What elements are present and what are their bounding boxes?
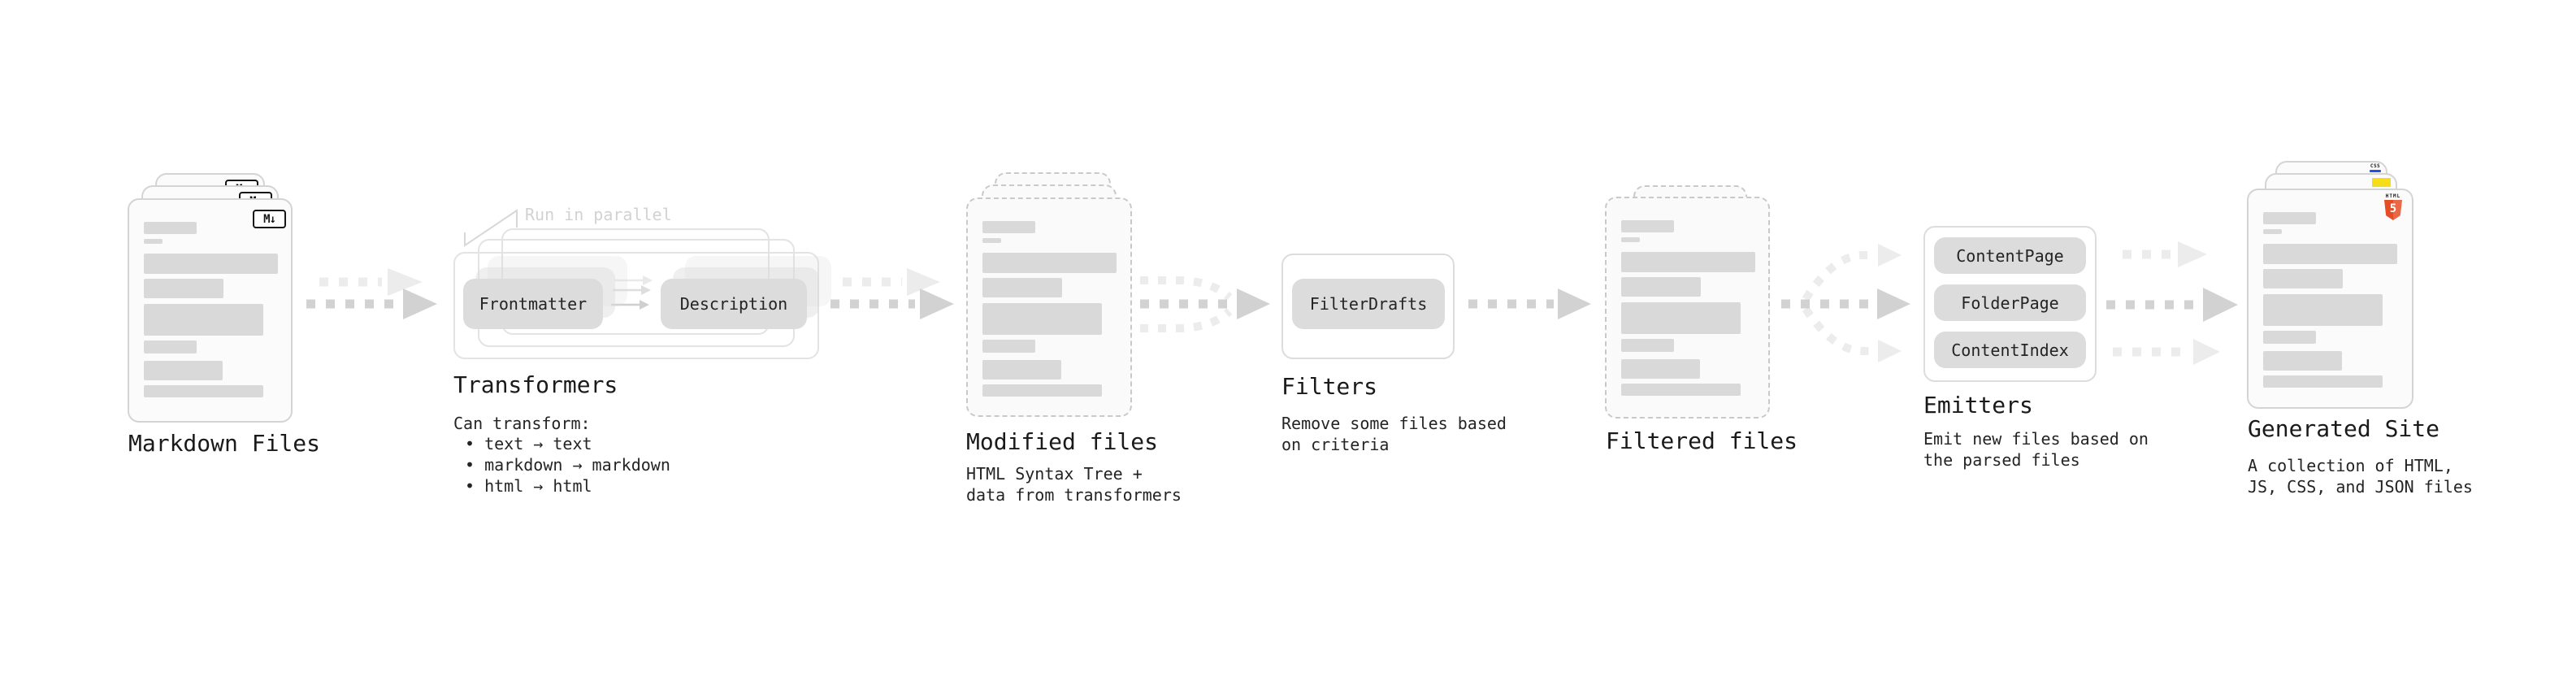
- caption-line: Remove some files based: [1281, 414, 1507, 433]
- markdown-file-card: M↓: [128, 198, 293, 423]
- arrow-emitters-to-generated: [2106, 241, 2238, 365]
- stage-label-generated-site: Generated Site: [2248, 415, 2440, 442]
- bullet-item: • text → text: [465, 434, 592, 453]
- html5-icon: HTML 5: [2384, 193, 2402, 220]
- folderpage-pill: FolderPage: [1934, 284, 2086, 321]
- run-in-parallel-annotation: Run in parallel: [525, 205, 672, 224]
- arrow-modified-to-filters: [1140, 276, 1270, 332]
- modified-files-caption: HTML Syntax Tree + data from transformer…: [966, 463, 1182, 505]
- contentindex-pill: ContentIndex: [1934, 332, 2086, 368]
- arrow-transformers-to-modified: [830, 268, 954, 319]
- html5-icon-title: HTML: [2385, 193, 2401, 199]
- frontmatter-pill: Frontmatter: [463, 279, 603, 329]
- caption-line: the parsed files: [1923, 450, 2080, 470]
- transformer-box: [453, 252, 819, 359]
- bullet-item: • html → html: [465, 476, 592, 496]
- stage-label-emitters: Emitters: [1923, 392, 2033, 419]
- caption-line: JS, CSS, and JSON files: [2248, 477, 2473, 497]
- description-pill: Description: [661, 279, 807, 329]
- modified-file-card: [966, 197, 1132, 417]
- caption-line: on criteria: [1281, 435, 1390, 454]
- stage-label-markdown-files: Markdown Files: [128, 430, 321, 457]
- document-text-bars: [982, 221, 1117, 397]
- caption-line: data from transformers: [966, 485, 1182, 505]
- stage-label-modified-files: Modified files: [966, 428, 1159, 455]
- transformers-bullet-list: • text → text • markdown → markdown • ht…: [465, 433, 670, 497]
- filtered-file-card: [1605, 197, 1770, 419]
- filters-caption: Remove some files based on criteria: [1281, 413, 1507, 455]
- bullet-item: • markdown → markdown: [465, 455, 670, 475]
- contentpage-pill: ContentPage: [1934, 237, 2086, 274]
- arrow-filters-to-filtered: [1468, 288, 1591, 319]
- arrow-markdown-to-transformers: [306, 268, 437, 319]
- arrow-filtered-to-emitters: [1781, 244, 1910, 362]
- generated-file-card: HTML 5: [2247, 189, 2413, 409]
- stage-label-filtered-files: Filtered files: [1606, 427, 1798, 454]
- css-icon-underline: [2370, 170, 2381, 172]
- caption-line: A collection of HTML,: [2248, 456, 2453, 475]
- emitters-caption: Emit new files based on the parsed files: [1923, 428, 2149, 471]
- html5-icon-shield: 5: [2384, 200, 2402, 220]
- css-icon-label: CSS: [2370, 163, 2381, 169]
- css-icon: CSS: [2370, 164, 2381, 172]
- document-text-bars: [2263, 212, 2397, 388]
- document-text-bars: [144, 222, 278, 397]
- caption-line: HTML Syntax Tree +: [966, 464, 1143, 484]
- caption-line: Emit new files based on: [1923, 429, 2149, 449]
- transformers-caption-title: Can transform:: [453, 414, 591, 433]
- stage-label-transformers: Transformers: [453, 371, 618, 398]
- stage-label-filters: Filters: [1281, 373, 1378, 400]
- generated-site-caption: A collection of HTML, JS, CSS, and JSON …: [2248, 455, 2473, 497]
- filterdrafts-pill: FilterDrafts: [1292, 279, 1445, 329]
- document-text-bars: [1621, 220, 1755, 396]
- markdown-icon: M↓: [253, 210, 286, 228]
- js-icon: [2372, 178, 2391, 187]
